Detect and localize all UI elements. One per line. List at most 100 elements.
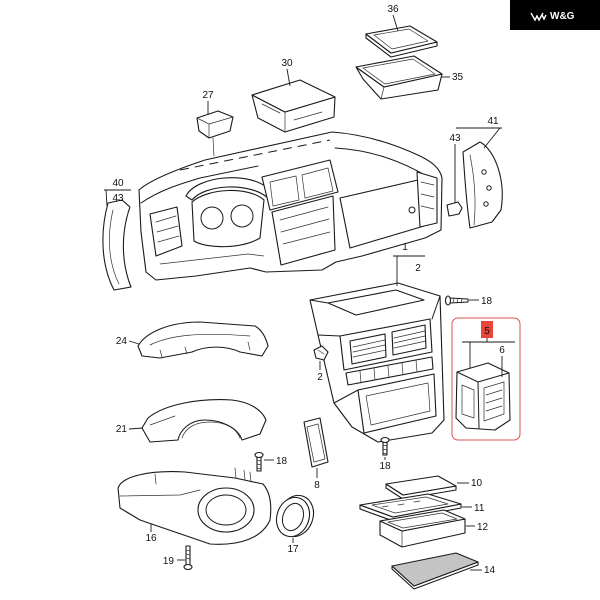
- part-41-right-side-trim: [446, 141, 503, 229]
- cover-plate-detail: [373, 28, 429, 50]
- part-12-storage-box: [379, 509, 466, 548]
- panel-detail: [306, 423, 326, 463]
- screw-thread: [185, 549, 191, 560]
- instrument-cluster-opening: [191, 189, 265, 248]
- knee-panel-line: [159, 253, 265, 265]
- part-1-center-console: [309, 282, 445, 443]
- frame-slot: [371, 496, 449, 514]
- vent-housing-detail: [461, 381, 505, 422]
- glovebox-lock: [408, 206, 416, 214]
- frame-holes: [381, 500, 421, 508]
- ring-inner: [281, 502, 305, 532]
- part-19-screw: [183, 545, 193, 571]
- radio-opening-detail: [279, 206, 331, 245]
- bracket-body: [196, 110, 234, 139]
- part-24-upper-column-cover: [137, 321, 269, 359]
- screw-head: [380, 436, 390, 444]
- callout-43-left: 43: [112, 193, 124, 204]
- callout-highlight: [481, 321, 493, 338]
- callout-5: 5: [484, 326, 490, 337]
- upper-cover-body: [137, 321, 269, 359]
- callout-6: 6: [499, 345, 505, 356]
- callout-2-clip: 2: [317, 372, 323, 383]
- right-trim-detail: [469, 154, 476, 226]
- right-vent: [416, 171, 438, 228]
- part-21-column-shroud: [141, 399, 267, 443]
- part-30-airbag-module: [251, 79, 336, 133]
- cover-plate-top: [365, 25, 438, 54]
- callout-30: 30: [281, 58, 293, 69]
- screw-shaft: [449, 297, 469, 304]
- logo-text: W&G: [550, 11, 575, 22]
- clip-body: [313, 345, 329, 361]
- callout-12: 12: [477, 522, 489, 533]
- callout-18-console: 18: [379, 461, 391, 472]
- left-trim-body: [102, 199, 132, 291]
- brand-logo: W&G: [510, 0, 600, 30]
- part-10-cover: [385, 475, 457, 500]
- left-vent-slats: [155, 215, 180, 243]
- console-storage-inner: [365, 382, 431, 426]
- detail-inset-frame: [451, 317, 521, 441]
- callout-18-upper: 18: [481, 296, 493, 307]
- part-2-clip: [313, 345, 329, 361]
- part-35-tray: [355, 55, 443, 100]
- part-36-cover-plate: [365, 25, 438, 58]
- lower-cover-opening-inner: [205, 494, 247, 526]
- cover-top: [385, 475, 457, 496]
- part-18-screw-console: [380, 436, 390, 456]
- leader-30: [286, 68, 291, 87]
- vent-housing-edges: [456, 371, 510, 429]
- console-switch-row: [345, 356, 434, 386]
- part-17-trim-ring: [275, 494, 315, 538]
- part-43-clip: [446, 201, 463, 217]
- console-switch-dividers: [359, 359, 418, 384]
- screw-thread: [256, 459, 262, 470]
- part-14-mat: [391, 552, 479, 590]
- vent-housing-body: [455, 362, 511, 431]
- tray-inner-rim: [362, 58, 436, 100]
- box-top: [379, 509, 466, 532]
- screw-head: [183, 563, 193, 571]
- part-11-frame: [359, 493, 462, 522]
- part-40-left-side-trim: [102, 199, 132, 291]
- dashboard-seam-line: [179, 139, 331, 171]
- callout-17: 17: [287, 544, 299, 555]
- callout-43-right: 43: [449, 133, 461, 144]
- part-5-6-vent-housing: [455, 362, 511, 431]
- leader-36: [392, 14, 399, 32]
- leader-40-43-bracket: [104, 189, 131, 207]
- mat-top: [391, 552, 479, 587]
- gauge-left: [200, 206, 224, 230]
- leader-5-6-bracket: [462, 338, 515, 377]
- callout-35: 35: [452, 72, 464, 83]
- callout-41: 41: [487, 116, 499, 127]
- right-trim-hole: [481, 169, 487, 175]
- callout-10: 10: [471, 478, 483, 489]
- right-trim-hole: [483, 201, 489, 207]
- detail-inset: [451, 317, 521, 441]
- console-storage-bin: [357, 373, 437, 434]
- screw-shaft: [185, 545, 191, 566]
- shroud-detail: [149, 415, 241, 439]
- part-27-bracket: [196, 110, 234, 157]
- callout-14: 14: [484, 565, 496, 576]
- console-vent-slats: [352, 330, 427, 358]
- right-vent-slats: [420, 181, 435, 210]
- right-trim-hole: [486, 185, 492, 191]
- gauge-right: [230, 204, 254, 228]
- callout-2-bracket: 2: [415, 263, 421, 274]
- upper-cover-detail: [149, 333, 251, 358]
- radio-opening: [271, 195, 336, 266]
- panel-body: [303, 417, 329, 468]
- part-8-panel: [303, 417, 329, 468]
- callout-16: 16: [145, 533, 157, 544]
- center-vent-housing: [261, 159, 339, 211]
- box-opening: [387, 512, 458, 548]
- left-vent: [149, 206, 183, 257]
- airbag-top: [251, 79, 336, 113]
- screw-head: [254, 451, 264, 459]
- screw-thread: [382, 444, 388, 455]
- callout-24: 24: [116, 336, 128, 347]
